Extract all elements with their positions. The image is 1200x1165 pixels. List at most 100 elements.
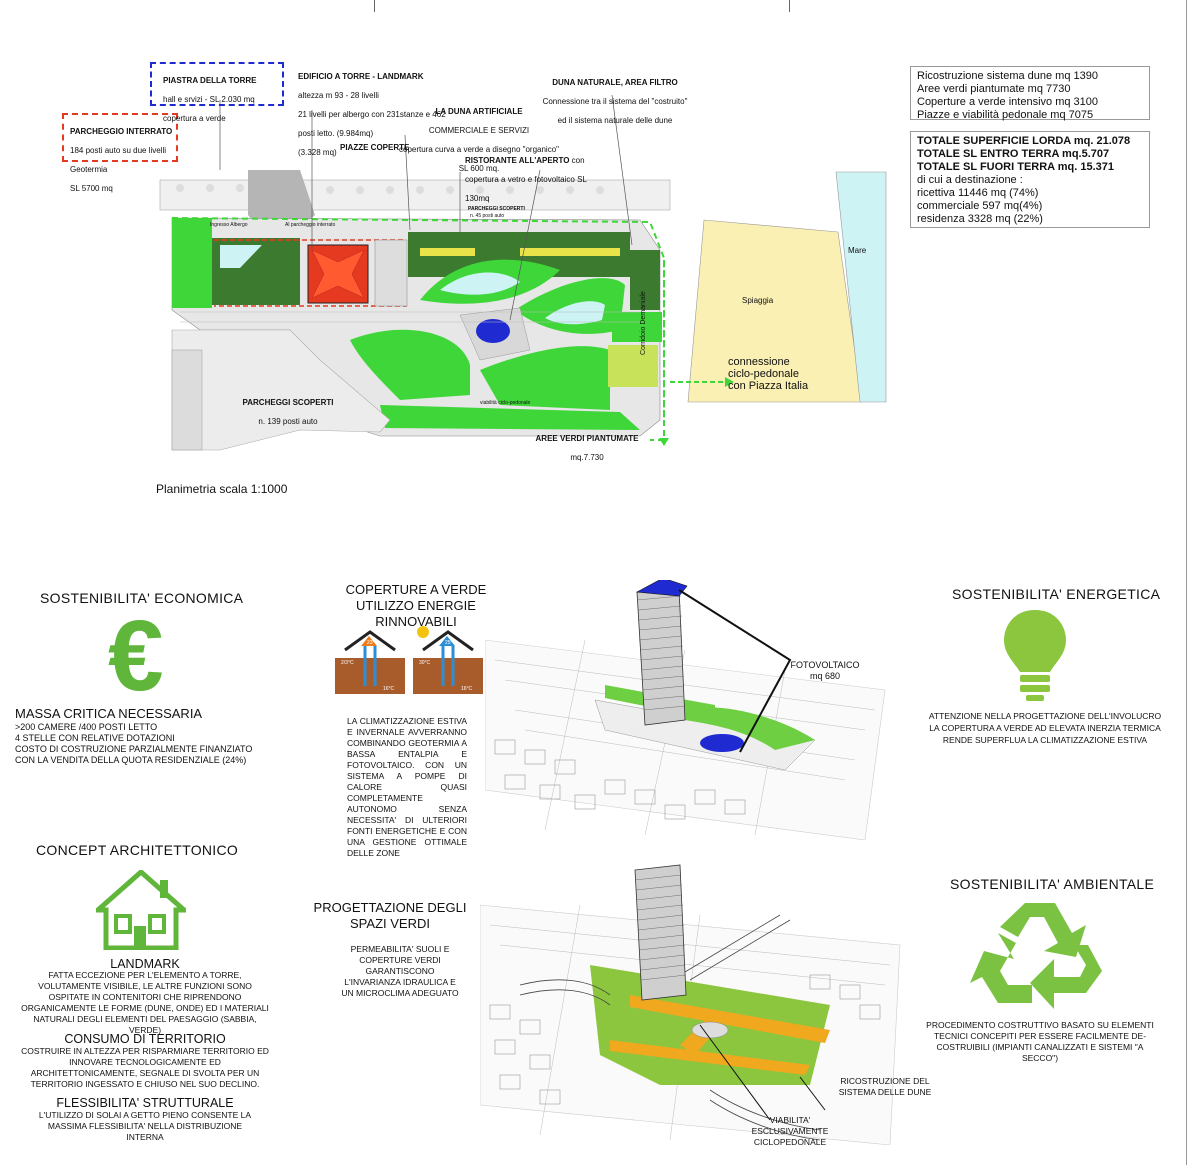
- landmark-title: LANDMARK: [110, 957, 180, 971]
- ristorante-title-suffix: con: [569, 155, 585, 165]
- sea: [835, 171, 887, 403]
- bike-connection-arrow: [725, 377, 734, 387]
- parcheggio-interrato-line1: 184 posti auto su due livelli: [70, 145, 167, 155]
- temp-label-1: 2/3°C: [341, 660, 354, 666]
- green-area-lower-mid: [480, 346, 610, 410]
- viabilita-label: VIABILITA' ESCLUSIVAMENTE CICLOPEDONALE: [740, 1115, 840, 1148]
- viabilita-line1: VIABILITA': [769, 1115, 811, 1125]
- piastra-label: PIASTRA DELLA TORRE hall e srvizi - SL 2…: [163, 66, 283, 123]
- info-totals-line3: TOTALE SL FUORI TERRA mq. 15.371: [917, 161, 1115, 173]
- parcheggi-scoperti-title: PARCHEGGI SCOPERTI: [242, 397, 334, 407]
- piazze-coperte-title: PIAZZE COPERTE: [340, 142, 410, 152]
- parcheggio-box: [62, 113, 178, 162]
- ingresso-albergo-label: Ingresso Albergo: [210, 222, 248, 228]
- energetica-heading: SOSTENIBILITA' ENERGETICA: [952, 586, 1161, 602]
- parcheggio-interrato-line3: SL 5700 mq: [70, 183, 113, 193]
- frame-tick-left: [374, 0, 375, 12]
- coperture-heading2: UTILIZZO ENERGIE RINNOVABILI: [356, 598, 476, 629]
- ricostruzione-pointer: [799, 1076, 826, 1111]
- ricostruzione-line1: RICOSTRUZIONE DEL: [840, 1076, 930, 1086]
- edificio-label: EDIFICIO A TORRE - LANDMARK altezza m 93…: [298, 62, 468, 157]
- flessibilita-text: L'UTILIZZO DI SOLAI A GETTO PIENO CONSEN…: [38, 1110, 252, 1142]
- axonometric-view-green: [480, 864, 901, 1145]
- temp-label-4: 30°C: [419, 660, 431, 666]
- duna-naturale-label: DUNA NATURALE, AREA FILTRO Connessione t…: [540, 68, 690, 125]
- sun-icon: [417, 626, 429, 638]
- temp-label-3: 16°C: [383, 686, 395, 692]
- pool-wave-1: [440, 272, 520, 295]
- duna-naturale-title: DUNA NATURALE, AREA FILTRO: [552, 77, 678, 87]
- connessione-line1: connessione: [728, 356, 790, 368]
- spazi-text: PERMEABILITA' SUOLI E COPERTURE VERDI GA…: [341, 944, 459, 998]
- concept-heading: CONCEPT ARCHITETTONICO: [36, 842, 239, 858]
- leader-lines: [219, 94, 633, 321]
- consumo-text: COSTRUIRE IN ALTEZZA PER RISPARMIARE TER…: [21, 1046, 269, 1089]
- frame-right-border: [1186, 0, 1187, 1165]
- parking-row: [171, 349, 203, 451]
- plan-caption: Planimetria scala 1:1000: [156, 482, 288, 496]
- viabilita-small-label: viabilità ciclo-pedonale: [480, 400, 531, 406]
- energetica-text: ATTENZIONE NELLA PROGETTAZIONE DELL'INVO…: [928, 711, 1162, 745]
- restaurant-glass-roof-3d: [700, 734, 744, 752]
- info-totals-line6: commerciale 597 mq(4%): [917, 200, 1043, 212]
- economica-line3: COSTO DI COSTRUZIONE PARZIALMENTE FINANZ…: [15, 744, 253, 754]
- fotovoltaico-title: FOTOVOLTAICO: [790, 660, 860, 670]
- coperture-heading1: COPERTURE A VERDE: [345, 582, 487, 597]
- info-totals-line7: residenza 3328 mq (22%): [917, 213, 1043, 225]
- site-plan: [159, 94, 887, 451]
- coperture-text: LA CLIMATIZZAZIONE ESTIVA E INVERNALE AV…: [347, 716, 467, 858]
- euro-icon: €: [108, 600, 164, 712]
- connessione-line3: con Piazza Italia: [728, 380, 809, 392]
- axonometric-view-energy: [485, 580, 886, 840]
- connessione-label: connessione ciclo-pedonale con Piazza It…: [728, 356, 808, 392]
- edificio-line3: posti letto. (9.984mq): [298, 128, 374, 138]
- edificio-title: EDIFICIO A TORRE - LANDMARK: [298, 71, 424, 81]
- house-icon: [96, 870, 186, 950]
- aree-verdi-line1: mq.7.730: [570, 452, 604, 462]
- ambientale-heading: SOSTENIBILITA' AMBIENTALE: [950, 876, 1155, 892]
- economica-subtitle: MASSA CRITICA NECESSARIA: [15, 706, 203, 721]
- dune-1: [630, 250, 660, 310]
- restaurant-glass-roof: [476, 319, 510, 343]
- dune-2: [612, 312, 662, 342]
- geothermal-diagram: 2/3°C 23°C 16°C 30°C 25°C 16°C: [335, 626, 483, 694]
- info-totals-line1: TOTALE SUPERFICIE LORDA mq. 21.078: [917, 135, 1131, 147]
- lightbulb-icon: [1004, 610, 1066, 701]
- ristorante-label: RISTORANTE ALL'APERTO con copertura a ve…: [465, 146, 595, 203]
- info-box-totals: TOTALE SUPERFICIE LORDA mq. 21.078 TOTAL…: [910, 131, 1150, 228]
- corridor-arrow: [659, 438, 669, 446]
- info-box-areas: Ricostruzione sistema dune mq 1390 Aree …: [910, 66, 1150, 121]
- duna-naturale-line1: Connessione tra il sistema del "costruit…: [542, 96, 688, 106]
- parcheggio-interrato-title: PARCHEGGIO INTERRATO: [70, 126, 173, 136]
- green-area-lower-strip: [380, 405, 640, 430]
- mare-label: Mare: [848, 246, 867, 255]
- recycle-icon: [970, 903, 1102, 1009]
- frame-tick-right: [789, 0, 790, 12]
- parcheggi-scoperti-line1: n. 139 posti auto: [258, 416, 318, 426]
- photovoltaic-pointer: [678, 589, 792, 753]
- tower-star: [311, 249, 365, 299]
- info-areas-line3: Coperture a verde intensivo mq 3100: [917, 96, 1098, 108]
- duna-artificiale-line1: COMMERCIALE E SERVIZI: [428, 125, 530, 135]
- duna-artificiale-label: LA DUNA ARTIFICIALE COMMERCIALE E SERVIZ…: [394, 97, 564, 173]
- spazi-heading1: PROGETTAZIONE DEGLI: [313, 900, 467, 915]
- landmark-text: FATTA ECCEZIONE PER L'ELEMENTO A TORRE, …: [21, 970, 269, 1035]
- corridoio-label: Corridoio Demaniale: [640, 291, 647, 355]
- info-areas-line4: Piazze e viabilità pedonale mq 7075: [917, 109, 1094, 121]
- piastra-box: [150, 62, 284, 106]
- ambientale-text: PROCEDIMENTO COSTRUTTIVO BASATO SU ELEME…: [926, 1020, 1154, 1063]
- top-parking-strip: [159, 179, 671, 211]
- al-parcheggio-label: Al parcheggio interrato: [285, 222, 336, 228]
- aree-verdi-title: AREE VERDI PIANTUMATE: [535, 433, 639, 443]
- parcheggio-interrato-label: PARCHEGGIO INTERRATO 184 posti auto su d…: [70, 117, 175, 193]
- info-areas-line1: Ricostruzione sistema dune mq 1390: [917, 70, 1098, 82]
- consumo-title: CONSUMO DI TERRITORIO: [64, 1032, 226, 1046]
- viabilita-line3: CICLOPEDONALE: [753, 1137, 827, 1147]
- spazi-heading: PROGETTAZIONE DEGLI SPAZI VERDI: [310, 900, 470, 932]
- parking-trees-top: [176, 184, 604, 194]
- coperture-heading: COPERTURE A VERDE UTILIZZO ENERGIE RINNO…: [316, 582, 516, 630]
- economica-line1: >200 CAMERE /400 POSTI LETTO: [15, 722, 158, 732]
- duna-artificiale-line3: SL 600 mq.: [458, 163, 500, 173]
- ristorante-title: RISTORANTE ALL'APERTO: [465, 155, 570, 165]
- economica-text: >200 CAMERE /400 POSTI LETTO 4 STELLE CO…: [15, 722, 252, 766]
